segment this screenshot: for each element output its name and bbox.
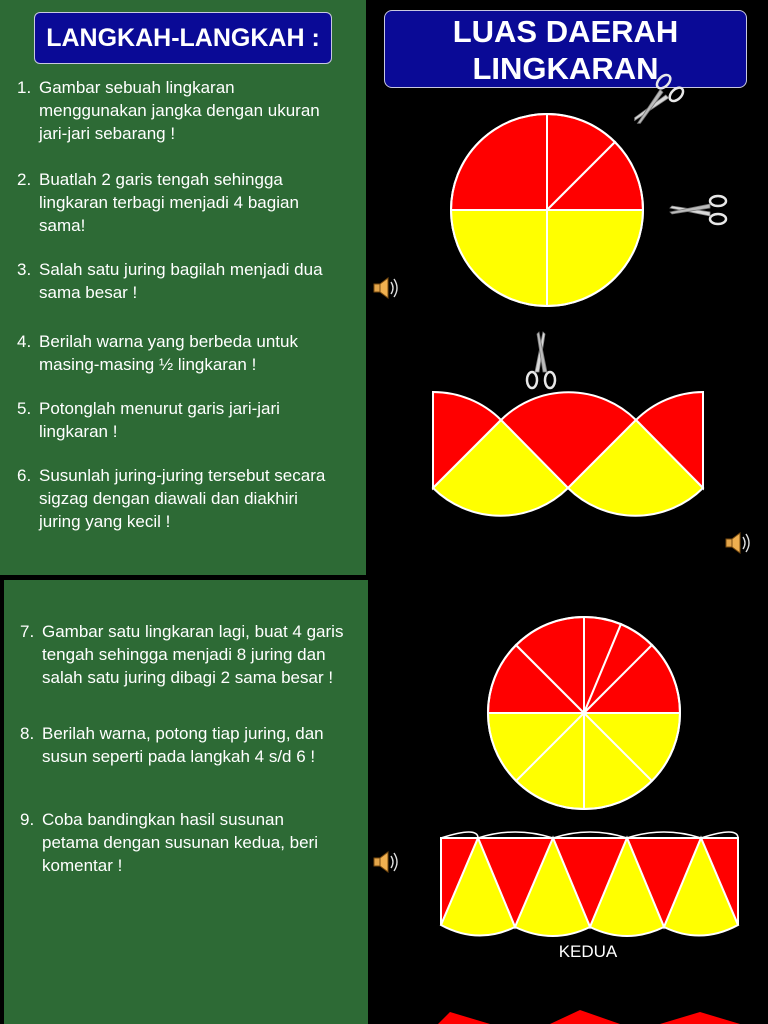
steps-heading: LANGKAH-LANGKAH : <box>34 12 332 64</box>
step-5: 5. Potonglah menurut garis jari-jari ling… <box>17 397 327 443</box>
step-number: 7. <box>20 622 35 641</box>
speaker-icon[interactable] <box>373 277 398 299</box>
zigzag-arrangement-3-partial <box>438 1010 740 1024</box>
circle-four-parts <box>449 112 645 307</box>
step-8: 8. Berilah warna, potong tiap juring, dan… <box>20 722 342 768</box>
step-text: Potonglah menurut garis jari-jari lingka… <box>39 399 280 441</box>
zigzag-arrangement-1 <box>431 390 705 517</box>
step-number: 1. <box>17 78 32 97</box>
step-number: 2. <box>17 170 32 189</box>
step-6: 6. Susunlah juring-juring tersebut secara… <box>17 464 337 533</box>
step-3: 3. Salah satu juring bagilah menjadi dua … <box>17 258 337 304</box>
label-kedua: KEDUA <box>558 942 618 961</box>
sector <box>432 390 503 491</box>
step-2: 2. Buatlah 2 garis tengah sehingga lingka… <box>17 168 337 237</box>
page-title-line1: LUAS DAERAH <box>452 14 679 49</box>
step-text: Susunlah juring-juring tersebut secara s… <box>39 466 326 531</box>
scissors-icon <box>525 330 557 390</box>
step-text: Gambar sebuah lingkaran menggunakan jang… <box>39 78 320 143</box>
speaker-icon[interactable] <box>373 851 398 873</box>
sector <box>449 112 548 211</box>
sector <box>634 390 704 491</box>
step-number: 4. <box>17 332 32 351</box>
step-1: 1. Gambar sebuah lingkaran menggunakan ja… <box>17 76 327 145</box>
page-title-line2: LINGKARAN <box>472 51 659 86</box>
steps-panel-top <box>0 0 366 575</box>
step-number: 9. <box>20 810 35 829</box>
page-title: LUAS DAERAH LINGKARAN <box>384 10 747 88</box>
step-text: Berilah warna yang berbeda untuk masing-… <box>39 332 298 374</box>
scissors-icon <box>624 71 687 134</box>
step-number: 8. <box>20 724 35 743</box>
step-text: Berilah warna, potong tiap juring, dan s… <box>42 724 324 766</box>
sector <box>499 391 638 490</box>
step-7: 7. Gambar satu lingkaran lagi, buat 4 gar… <box>20 620 352 689</box>
step-9: 9. Coba bandingkan hasil susunan petama d… <box>20 808 342 877</box>
scissors-icon <box>668 194 728 226</box>
step-text: Salah satu juring bagilah menjadi dua sa… <box>39 260 323 302</box>
step-4: 4. Berilah warna yang berbeda untuk masin… <box>17 330 337 376</box>
sector <box>431 418 570 517</box>
speaker-icon[interactable] <box>725 532 750 554</box>
step-number: 3. <box>17 260 32 279</box>
step-text: Coba bandingkan hasil susunan petama den… <box>42 810 318 875</box>
circle-eight-parts <box>486 615 682 810</box>
step-number: 5. <box>17 399 32 418</box>
zigzag-arrangement-2 <box>439 831 740 937</box>
steps-panel-bottom <box>4 580 368 1024</box>
step-number: 6. <box>17 466 32 485</box>
step-text: Buatlah 2 garis tengah sehingga lingkara… <box>39 170 299 235</box>
sector <box>566 418 705 517</box>
step-text: Gambar satu lingkaran lagi, buat 4 garis… <box>42 622 344 687</box>
